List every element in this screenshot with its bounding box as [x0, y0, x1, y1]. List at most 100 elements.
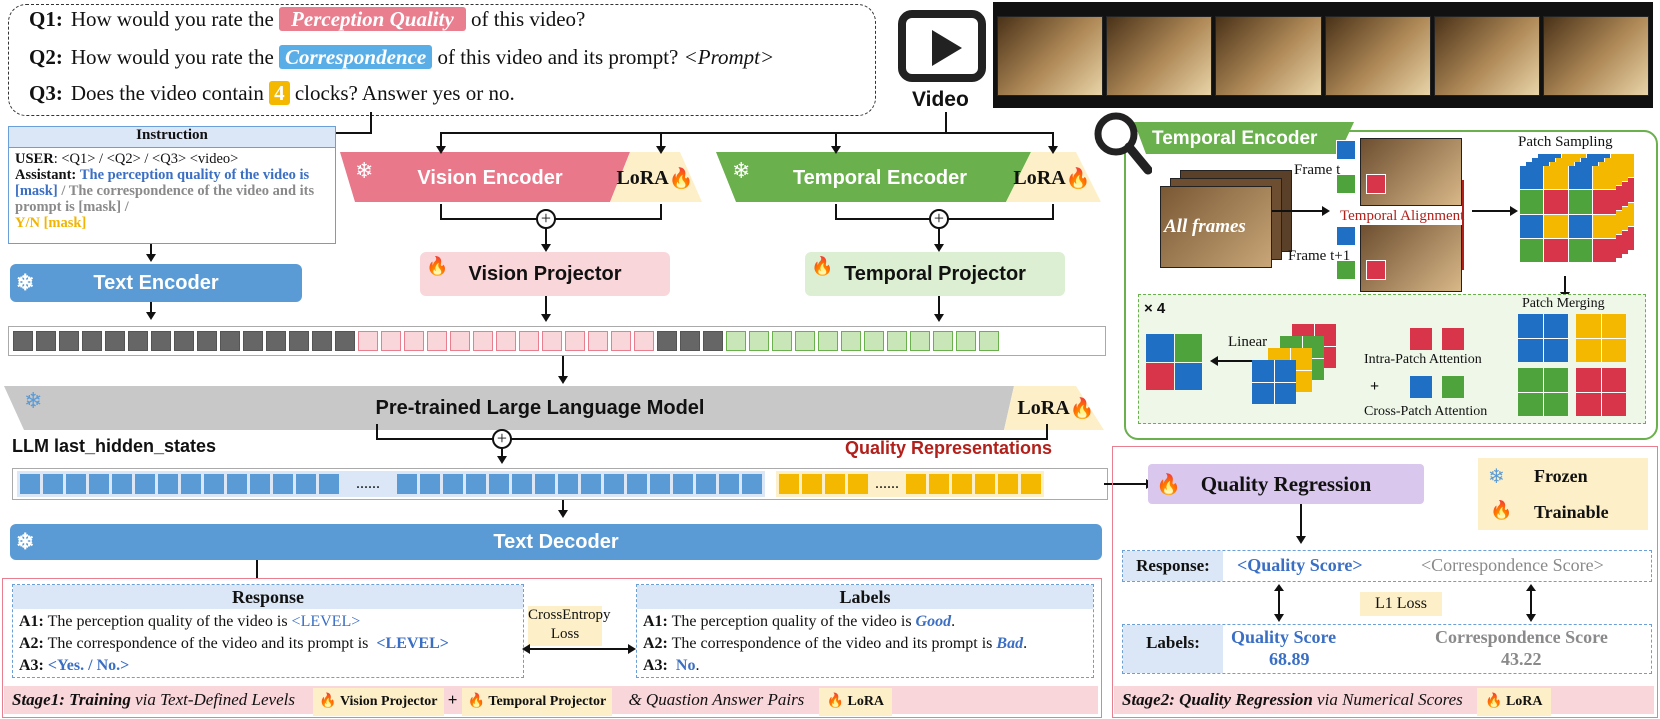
- vision-token: [427, 331, 447, 351]
- hidden-state-token: [66, 474, 86, 494]
- snowflake-icon: ❄: [16, 529, 35, 554]
- patch-cell: [1601, 392, 1626, 416]
- quality-token: [1021, 474, 1041, 494]
- stage1-footer: Stage1: Training via Text-Defined Levels…: [4, 686, 1098, 716]
- quality-token: [952, 474, 972, 494]
- quality-score-response: <Quality Score>: [1237, 555, 1363, 575]
- perception-quality-tag: Perception Quality: [279, 7, 466, 31]
- patch-merging-grid: [1518, 314, 1634, 418]
- patch-cell: [1520, 166, 1544, 190]
- stage1-via: via Text-Defined Levels: [135, 690, 295, 709]
- user-text: : <Q1> / <Q2> / <Q3> <video>: [53, 151, 239, 167]
- lora-label: LoRA: [1017, 396, 1070, 419]
- vision-token: [542, 331, 562, 351]
- snowflake-icon: ❄: [355, 158, 374, 183]
- cross-patch-cells: [1404, 376, 1476, 400]
- patch-cell: [1544, 214, 1568, 238]
- temporal-panel-title: Temporal Encoder: [1152, 128, 1318, 149]
- text-token: [680, 331, 700, 351]
- all-frames-image: [1160, 186, 1272, 268]
- text-token: [335, 331, 355, 351]
- hidden-state-token: [43, 474, 63, 494]
- hidden-state-token: [319, 474, 339, 494]
- merged-patch: [1518, 314, 1568, 362]
- vision-token: [611, 331, 631, 351]
- hidden-state-token: [20, 474, 40, 494]
- hidden-state-token: [296, 474, 316, 494]
- text-token: [266, 331, 286, 351]
- patch-cell: [1544, 238, 1568, 262]
- q1-post: of this video?: [471, 7, 586, 31]
- temporal-token: [841, 331, 861, 351]
- intra-patch-cells: [1404, 328, 1476, 352]
- a3-label-value: No: [675, 657, 696, 674]
- hidden-state-token: [512, 474, 532, 494]
- q3-pre: Does the video contain: [70, 81, 264, 105]
- ellipsis: ......: [356, 475, 380, 492]
- temporal-token: [772, 331, 792, 351]
- patch-cell: [1274, 382, 1296, 404]
- lora-label: LoRA: [1013, 166, 1066, 189]
- q3-post: clocks? Answer yes or no.: [294, 81, 515, 105]
- frame-patches: [1336, 140, 1466, 290]
- cross-patch-label: Cross-Patch Attention: [1364, 404, 1488, 419]
- legend-trainable: Trainable: [1534, 502, 1609, 522]
- hidden-state-token: [420, 474, 440, 494]
- frame-t-label: Frame t: [1294, 162, 1341, 178]
- patch-cell: [1576, 392, 1601, 416]
- temporal-alignment-label: Temporal Alignment: [1340, 208, 1465, 225]
- attention-stack-block: [1252, 324, 1352, 414]
- crossentropy-loss: CrossEntropy Loss: [528, 606, 611, 646]
- text-token: [703, 331, 723, 351]
- text-token: [82, 331, 102, 351]
- hidden-state-token: [397, 474, 417, 494]
- patch-cell: [1174, 362, 1202, 390]
- vision-token: [634, 331, 654, 351]
- video-frame: [997, 16, 1104, 96]
- patch-cell: [1518, 338, 1543, 362]
- vision-projector: 🔥 Vision Projector: [420, 252, 670, 296]
- text-token: [59, 331, 79, 351]
- temporal-token: [795, 331, 815, 351]
- flame-icon: 🔥: [319, 694, 337, 709]
- quality-regression: 🔥 Quality Regression: [1148, 464, 1424, 504]
- stage2-response-row: Response: <Quality Score> <Correspondenc…: [1122, 550, 1652, 582]
- footer-tp-label: Temporal Projector: [488, 694, 607, 709]
- input-token-sequence: [8, 326, 1106, 356]
- frame-t1-image: [1360, 224, 1462, 292]
- hidden-state-token: [650, 474, 670, 494]
- hidden-state-token: [719, 474, 739, 494]
- frame-t1-label: Frame t+1: [1288, 248, 1351, 264]
- video-frame: [1324, 16, 1431, 96]
- ellipsis: ......: [875, 475, 899, 492]
- temporal-projector-label: Temporal Projector: [844, 262, 1026, 285]
- footer-vp-label: Vision Projector: [339, 694, 438, 709]
- text-token: [36, 331, 56, 351]
- intra-patch-label: Intra-Patch Attention: [1364, 352, 1482, 367]
- a1-label: A1:: [19, 613, 44, 630]
- stage2-title: Stage2: Quality Regression: [1122, 690, 1313, 709]
- footer-lora-label: LoRA: [847, 694, 885, 709]
- instruction-box: Instruction USER: <Q1> / <Q2> / <Q3> <vi…: [8, 126, 336, 244]
- patch-cell: [1520, 190, 1544, 214]
- patch-cell: [1576, 368, 1601, 392]
- quality-token: [779, 474, 799, 494]
- hidden-state-token: [227, 474, 247, 494]
- patch-cell: [1336, 140, 1356, 160]
- assistant-yn: Y/N [mask]: [15, 215, 87, 231]
- patch-cell: [1576, 314, 1601, 338]
- stage1-labels-box: Labels A1: The perception quality of the…: [636, 584, 1094, 678]
- patch-cell: [1544, 190, 1568, 214]
- patch-cell: [1336, 260, 1356, 280]
- patch-cell: [1592, 190, 1616, 214]
- patch-sampling-grid: [1520, 154, 1640, 274]
- a3-response: <Yes. / No.>: [47, 657, 130, 674]
- patch-cell: [1520, 214, 1544, 238]
- snowflake-icon: ❄: [24, 388, 43, 413]
- flame-icon: 🔥: [1156, 474, 1181, 496]
- patch-cell: [1543, 338, 1568, 362]
- patch-cell: [1568, 190, 1592, 214]
- patch-cell: [1601, 338, 1626, 362]
- temporal-projector: 🔥 Temporal Projector: [805, 252, 1065, 296]
- hidden-state-token: [535, 474, 555, 494]
